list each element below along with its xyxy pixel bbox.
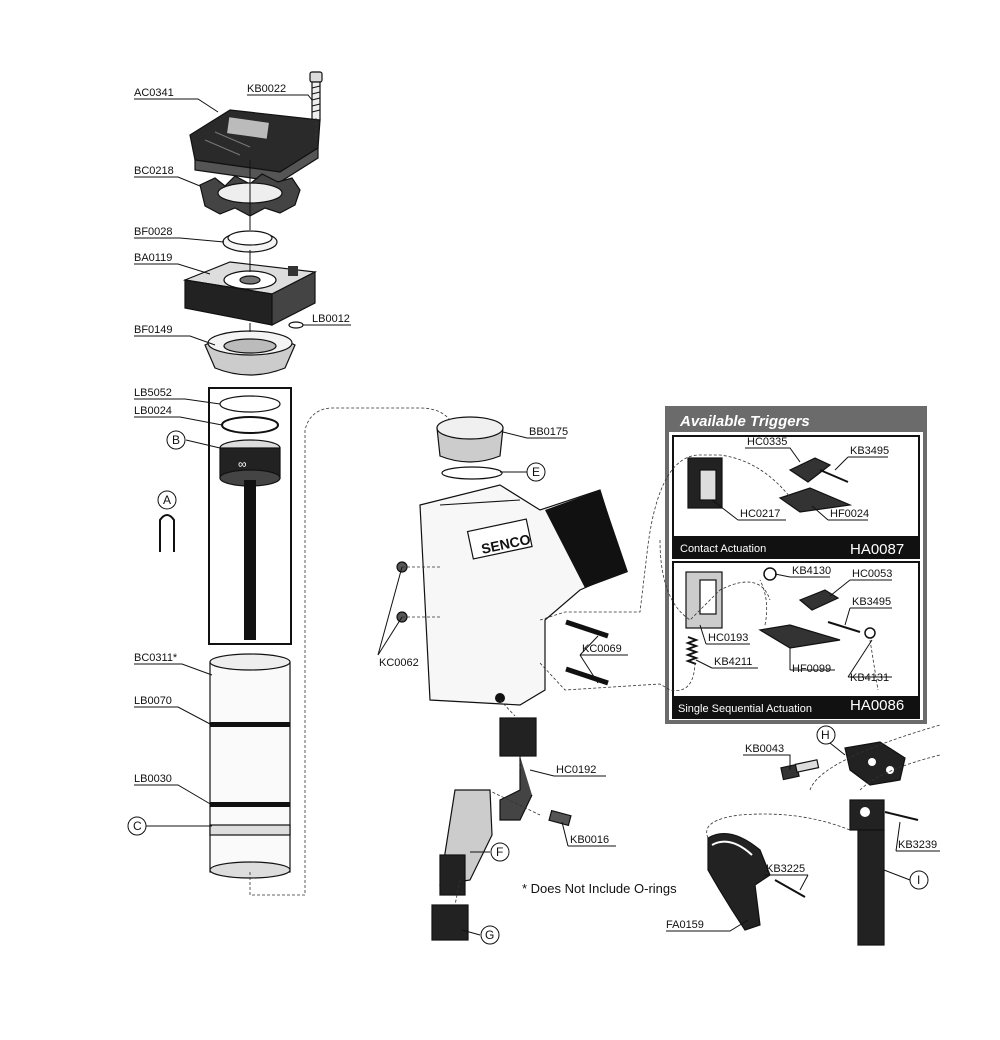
trigger-fa0159 — [707, 832, 771, 931]
callout-f: F — [490, 842, 510, 862]
label-hc0192: HC0192 — [556, 764, 596, 776]
callout-h: H — [816, 725, 836, 745]
svg-text:C: C — [133, 819, 142, 833]
oring-lb0012 — [288, 321, 304, 329]
callout-b: B — [166, 430, 186, 450]
assembly-guide-lines — [249, 118, 941, 906]
screw-kb0022 — [309, 71, 323, 121]
lever-hf0099 — [758, 624, 841, 649]
label-kb3239: KB3239 — [898, 839, 937, 851]
label-kb0022: KB0022 — [247, 83, 286, 95]
svg-text:F: F — [496, 845, 503, 859]
svg-text:B: B — [172, 433, 180, 447]
label-ac0341: AC0341 — [134, 87, 174, 99]
contact-actuation-code: HA0087 — [850, 541, 904, 558]
clip-a — [159, 514, 175, 552]
screw-kb0016 — [548, 809, 572, 827]
spring-kb4211 — [685, 636, 699, 665]
ring-bf0028 — [222, 230, 278, 253]
footnote: * Does Not Include O-rings — [522, 881, 677, 896]
label-hf0099: HF0099 — [792, 663, 831, 675]
sequential-actuation-bar — [673, 696, 919, 718]
label-kb3495-sequential: KB3495 — [852, 596, 891, 608]
label-kc0062: KC0062 — [379, 657, 419, 669]
label-lb5052: LB5052 — [134, 387, 172, 399]
nose-f — [439, 789, 493, 896]
label-lb0030: LB0030 — [134, 773, 172, 785]
cap-ac0341 — [189, 109, 321, 183]
cylinder-bc0311 — [209, 653, 291, 879]
label-hc0335: HC0335 — [747, 436, 787, 448]
label-kb3225: KB3225 — [766, 863, 805, 875]
sequential-actuation-code: HA0086 — [850, 697, 904, 714]
oring-lb0024 — [221, 416, 279, 434]
oring-e — [441, 466, 503, 480]
leader-lines — [134, 94, 940, 936]
triggers-panel-header — [667, 408, 925, 432]
label-lb0070: LB0070 — [134, 695, 172, 707]
label-hc0053: HC0053 — [852, 568, 892, 580]
svg-text:A: A — [163, 493, 171, 507]
label-lb0012: LB0012 — [312, 313, 350, 325]
svg-text:∞: ∞ — [238, 457, 247, 471]
callout-g: G — [480, 925, 500, 945]
label-bc0218: BC0218 — [134, 165, 174, 177]
label-lb0024: LB0024 — [134, 405, 172, 417]
pin-kb3239 — [884, 811, 919, 821]
label-kb4130: KB4130 — [792, 565, 831, 577]
seal-bf0149 — [204, 330, 296, 376]
svg-text:E: E — [532, 465, 540, 479]
label-bf0149: BF0149 — [134, 324, 173, 336]
svg-text:H: H — [821, 728, 830, 742]
contact-actuation-label: Contact Actuation — [680, 543, 766, 555]
label-hc0217: HC0217 — [740, 508, 780, 520]
lever-arm-i — [849, 799, 885, 946]
label-kb0016: KB0016 — [570, 834, 609, 846]
label-hc0193: HC0193 — [708, 632, 748, 644]
lever-hf0024 — [778, 487, 853, 513]
label-kb0043: KB0043 — [745, 743, 784, 755]
pin-kb3495-contact — [819, 469, 849, 483]
piston-assembly-frame-b — [208, 387, 292, 645]
bracket-hc0192 — [499, 717, 537, 821]
callout-c: C — [127, 816, 147, 836]
contact-actuation-bar — [673, 536, 919, 558]
label-fa0159: FA0159 — [666, 919, 704, 931]
trigger-valve-hc0193 — [685, 571, 723, 629]
callout-a: A — [157, 490, 177, 510]
nose-piece-g — [431, 904, 469, 941]
sequential-actuation-label: Single Sequential Actuation — [678, 703, 812, 715]
triggers-panel-title: Available Triggers — [679, 413, 810, 430]
callout-i: I — [909, 870, 929, 890]
label-kb3495-contact: KB3495 — [850, 445, 889, 457]
label-kb4211: KB4211 — [714, 656, 752, 668]
svg-text:G: G — [485, 928, 494, 942]
svg-text:I: I — [917, 873, 920, 887]
nailer-body — [419, 484, 628, 706]
label-bf0028: BF0028 — [134, 226, 173, 238]
trigger-valve-hc0217 — [687, 457, 723, 509]
callout-e: E — [526, 462, 546, 482]
label-kc0069: KC0069 — [582, 643, 622, 655]
label-bc0311: BC0311* — [134, 652, 178, 664]
label-bb0175: BB0175 — [529, 426, 568, 438]
bracket-h — [844, 741, 906, 786]
label-ba0119: BA0119 — [134, 252, 172, 264]
ring-lb5052 — [219, 395, 281, 413]
piston-driver-blade: ∞ — [219, 439, 281, 640]
pin-kb3495-sequential — [827, 621, 861, 633]
trigger-hc0335 — [788, 457, 832, 483]
bolt-kc0069-upper — [565, 619, 609, 639]
pin-kb3225 — [774, 879, 806, 898]
trigger-hc0053 — [798, 589, 840, 611]
valve-housing-ba0119 — [182, 261, 318, 326]
bumper-bb0175 — [436, 416, 504, 463]
bolt-kc0069-lower — [565, 666, 609, 686]
screw-kb0043 — [780, 759, 820, 781]
label-kb4131: KB4131 — [850, 672, 889, 684]
label-hf0024: HF0024 — [830, 508, 869, 520]
clip-kb4131 — [864, 627, 876, 639]
